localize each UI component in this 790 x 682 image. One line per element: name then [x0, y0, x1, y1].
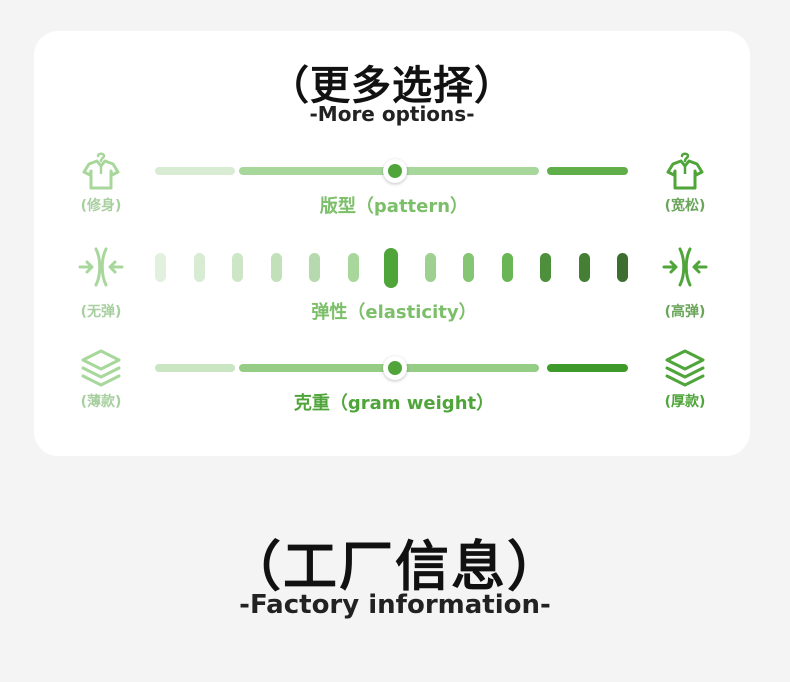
- section-title: （更多选择）: [269, 63, 515, 109]
- pattern-right-label: (宽松): [664, 198, 706, 214]
- elasticity-level[interactable]: [271, 253, 282, 282]
- shirt-icon: [666, 152, 704, 190]
- elasticity-level[interactable]: [502, 253, 513, 282]
- pattern-slider-knob[interactable]: [383, 159, 407, 183]
- weight-label: 克重（gram weight）: [293, 393, 495, 414]
- elasticity-level[interactable]: [463, 253, 474, 282]
- section-subtitle: -More options-: [309, 102, 475, 126]
- elasticity-level[interactable]: [425, 253, 436, 282]
- elasticity-level[interactable]: [232, 253, 243, 282]
- elasticity-label: 弹性（elasticity）: [311, 302, 477, 323]
- elasticity-level[interactable]: [579, 253, 590, 282]
- elasticity-level[interactable]: [309, 253, 320, 282]
- pattern-left-label: (修身): [80, 198, 122, 214]
- compress-arrows-icon: [662, 247, 708, 287]
- elasticity-left-label: (无弹): [80, 304, 122, 320]
- compress-arrows-icon: [78, 247, 124, 287]
- elasticity-level[interactable]: [540, 253, 551, 282]
- factory-title: （工厂信息）: [227, 535, 563, 598]
- layers-icon: [81, 349, 121, 387]
- factory-subtitle: -Factory information-: [239, 590, 551, 620]
- weight-right-label: (厚款): [664, 394, 706, 410]
- elasticity-scale[interactable]: [155, 248, 628, 288]
- elasticity-level[interactable]: [617, 253, 628, 282]
- elasticity-level-selected[interactable]: [384, 248, 398, 288]
- options-card: （更多选择） -More options- (修身) 版型（pattern） (…: [34, 31, 750, 456]
- pattern-label: 版型（pattern）: [319, 196, 469, 217]
- elasticity-right-label: (高弹): [664, 304, 706, 320]
- weight-slider-track[interactable]: [155, 356, 628, 380]
- weight-slider-knob[interactable]: [383, 356, 407, 380]
- elasticity-level[interactable]: [194, 253, 205, 282]
- layers-icon: [665, 349, 705, 387]
- weight-left-label: (薄款): [80, 394, 122, 410]
- shirt-icon: [82, 152, 120, 190]
- elasticity-level[interactable]: [155, 253, 166, 282]
- pattern-slider-track[interactable]: [155, 159, 628, 183]
- elasticity-level[interactable]: [348, 253, 359, 282]
